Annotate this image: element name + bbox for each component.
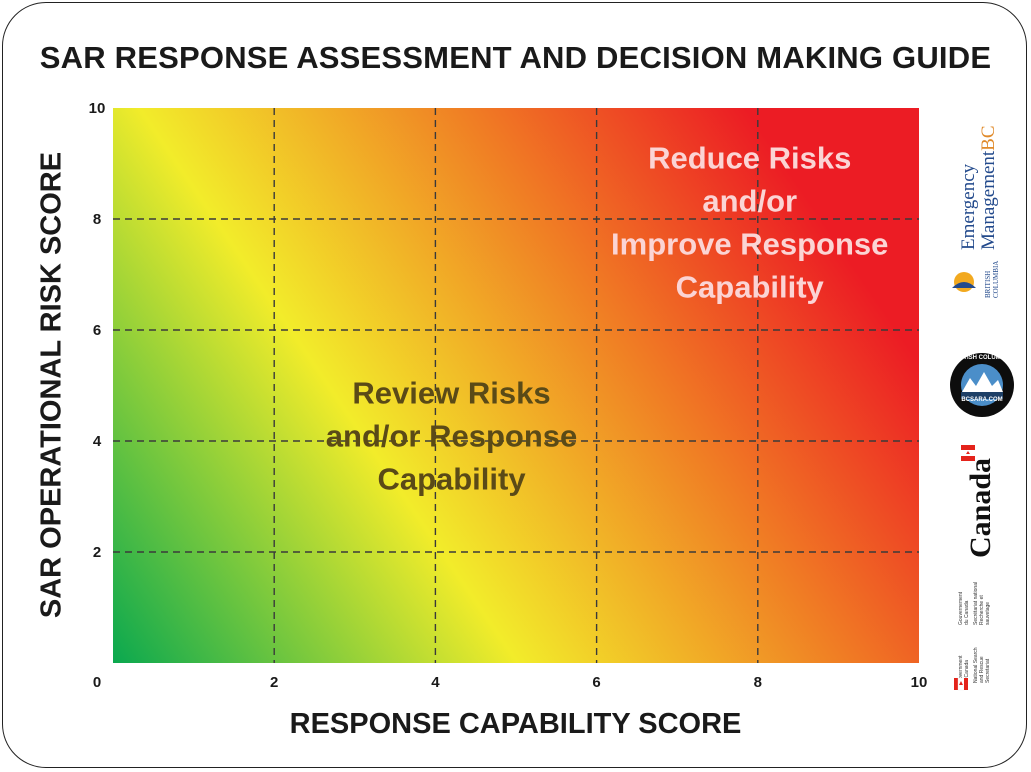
- x-tick-label: 4: [431, 674, 440, 691]
- zone-label-line: Capability: [377, 461, 526, 496]
- bcsara-logo: BCSARA.COM BRITISH COLUMBIA: [950, 353, 1014, 417]
- y-tick-label: 2: [93, 544, 101, 561]
- svg-text:Gouvernement: Gouvernement: [958, 591, 964, 625]
- x-tick-label: 8: [754, 674, 762, 691]
- chart-title: SAR RESPONSE ASSESSMENT AND DECISION MAK…: [39, 40, 992, 75]
- y-tick-label: 10: [89, 100, 106, 117]
- svg-text:Secrétariat national: Secrétariat national: [973, 582, 979, 625]
- svg-text:COLUMBIA: COLUMBIA: [992, 261, 1000, 298]
- emergency-management-bc-logo: Emergency ManagementBC: [958, 125, 999, 250]
- y-tick-label: 4: [93, 433, 102, 450]
- x-tick-label: 10: [911, 674, 928, 691]
- svg-text:ManagementBC: ManagementBC: [978, 125, 999, 250]
- svg-text:Emergency: Emergency: [958, 163, 979, 250]
- svg-text:and Rescue: and Rescue: [979, 656, 985, 683]
- svg-text:National Search: National Search: [973, 647, 979, 683]
- svg-text:Canada: Canada: [964, 458, 997, 558]
- zone-label-line: Reduce Risks: [648, 140, 851, 175]
- zone-label-line: Capability: [676, 269, 825, 304]
- zone-label-line: and/or: [702, 183, 797, 218]
- sponsor-logos: Emergency ManagementBC BRITISH COLUMBIA …: [950, 125, 1014, 691]
- y-tick-label: 6: [93, 322, 101, 339]
- svg-text:BCSARA.COM: BCSARA.COM: [961, 397, 1002, 403]
- svg-text:Recherche et: Recherche et: [979, 595, 985, 625]
- x-tick-label: 0: [93, 674, 101, 691]
- svg-text:sauvetage: sauvetage: [985, 602, 991, 625]
- x-tick-label: 6: [592, 674, 600, 691]
- zone-label-line: and/or Response: [326, 418, 578, 453]
- svg-text:Secretariat: Secretariat: [985, 658, 991, 683]
- british-columbia-logo: BRITISH COLUMBIA: [952, 261, 1000, 298]
- svg-text:Government: Government: [958, 655, 964, 683]
- y-tick-label: 8: [93, 211, 101, 228]
- svg-text:BRITISH COLUMBIA: BRITISH COLUMBIA: [953, 355, 1012, 361]
- svg-text:of Canada: of Canada: [964, 660, 970, 683]
- zone-label-line: Improve Response: [611, 226, 888, 261]
- svg-text:du Canada: du Canada: [964, 600, 970, 625]
- zone-label-line: Review Risks: [352, 375, 550, 410]
- risk-gradient-area: [113, 108, 919, 663]
- x-axis-label: RESPONSE CAPABILITY SCORE: [289, 708, 742, 740]
- axis-ticks: 0 2 4 6 8 10 2 4 6 8 10: [89, 100, 928, 691]
- grid-lines: [113, 108, 919, 663]
- x-tick-label: 2: [270, 674, 278, 691]
- svg-text:BRITISH: BRITISH: [984, 271, 992, 298]
- canada-wordmark: Canada: [961, 445, 997, 558]
